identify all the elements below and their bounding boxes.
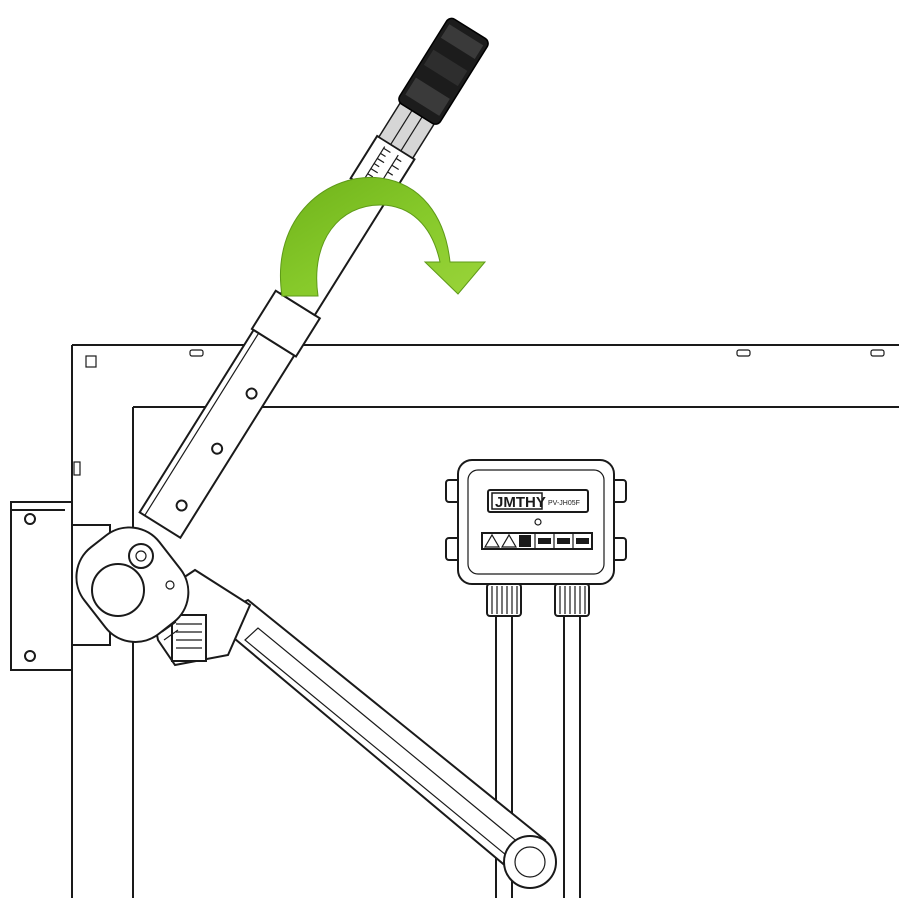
warning-icon [483, 533, 501, 548]
clockwise-arrow-icon [280, 176, 487, 297]
cable-gland-left [486, 583, 522, 617]
info-icon [519, 535, 531, 547]
junction-box-brand: JMTHY [495, 494, 546, 511]
mounting-bracket [10, 501, 111, 671]
handle-grip [398, 17, 489, 125]
warning-icon [500, 533, 518, 548]
junction-box: JMTHY PV-JH05F [445, 459, 627, 617]
junction-box-model: PV-JH05F [548, 500, 580, 507]
brand-logo-box [491, 492, 543, 510]
cable-gland-right [554, 583, 590, 617]
socket-head [75, 526, 190, 643]
